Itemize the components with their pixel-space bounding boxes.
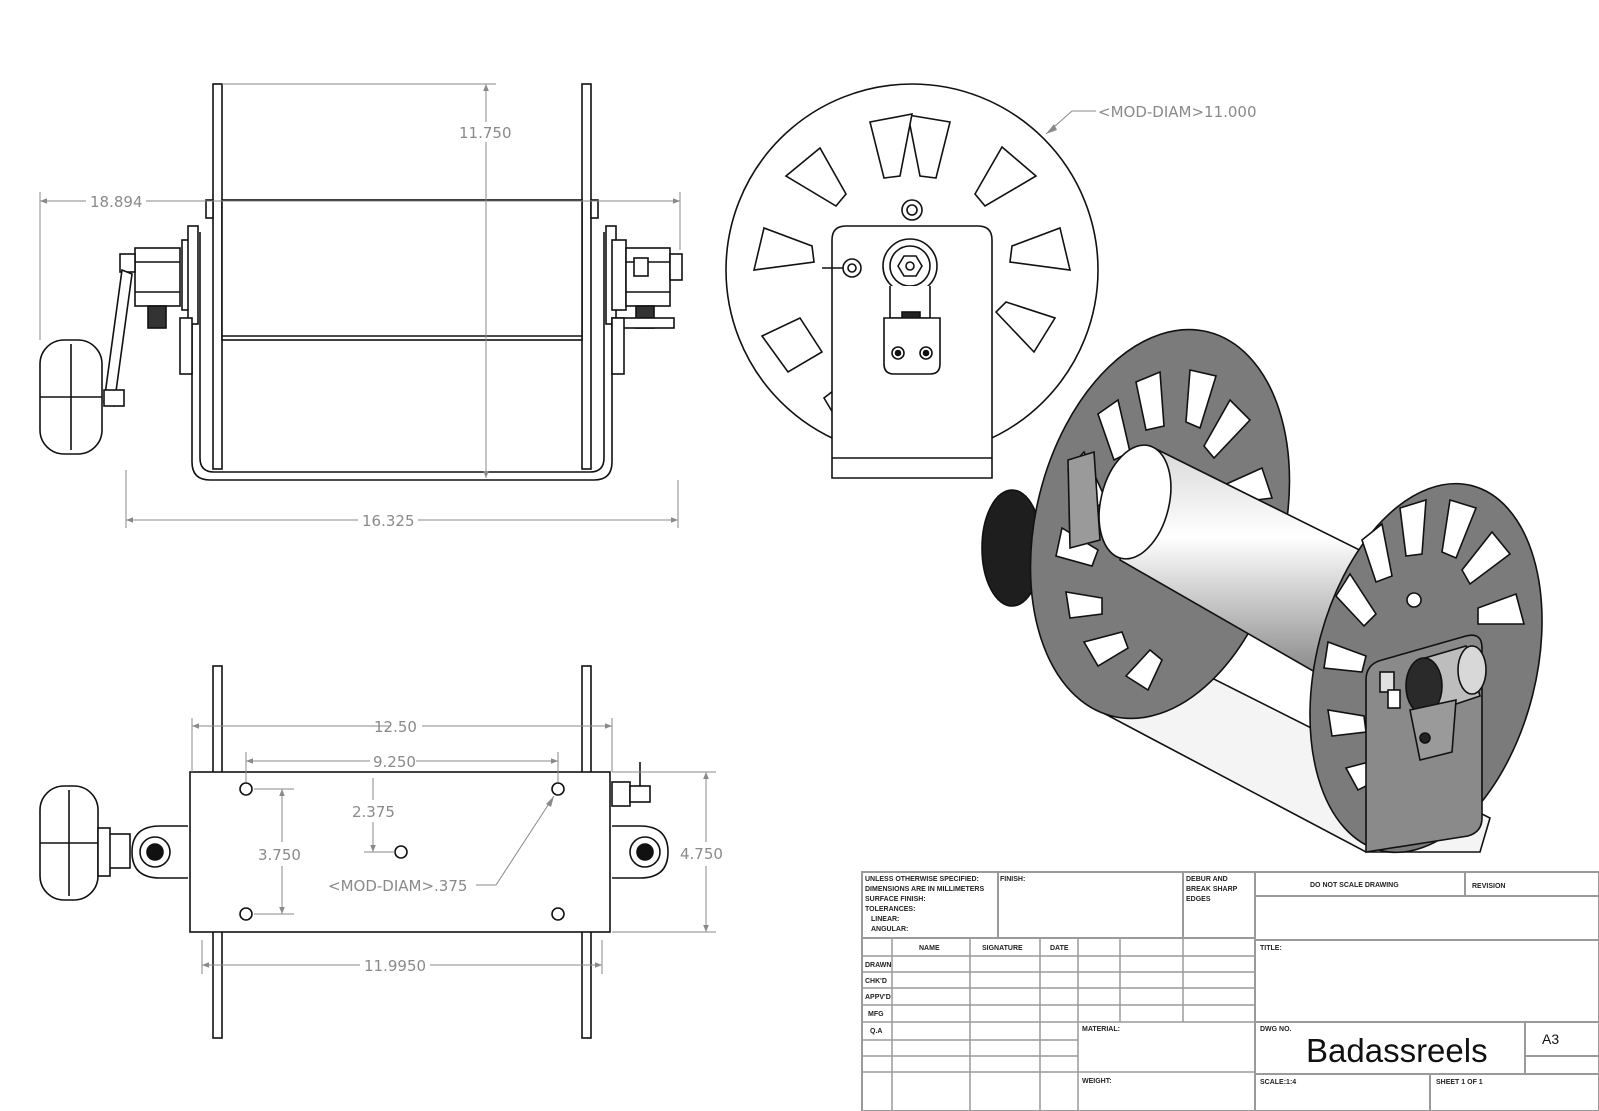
note-line-2: DIMENSIONS ARE IN MILLIMETERS — [865, 886, 984, 893]
dim-hole-spacing: 9.250 — [373, 753, 416, 771]
row-qa: Q.A — [870, 1028, 882, 1035]
note-line-3: SURFACE FINISH: — [865, 896, 926, 903]
row-drawn: DRAWN — [865, 962, 891, 969]
do-not-scale-label: DO NOT SCALE DRAWING — [1310, 882, 1399, 889]
front-view — [39, 83, 683, 481]
note-line-1: UNLESS OTHERWISE SPECIFIED: — [865, 876, 979, 883]
dwg-no-label: DWG NO. — [1260, 1026, 1292, 1033]
dim-base-length: 11.9950 — [364, 957, 426, 975]
row-mfg: MFG — [868, 1011, 884, 1018]
revision-label: REVISION — [1472, 883, 1505, 890]
dim-hole-row-spacing: 3.750 — [258, 846, 301, 864]
dim-hole-offset: 2.375 — [352, 803, 395, 821]
side-view-dimension: <MOD-DIAM>11.000 — [1045, 103, 1257, 135]
header-signature: SIGNATURE — [982, 945, 1023, 952]
dim-wheel-diameter: <MOD-DIAM>11.000 — [1098, 103, 1257, 121]
title-block: UNLESS OTHERWISE SPECIFIED: DIMENSIONS A… — [861, 871, 1599, 1111]
dim-front-height: 11.750 — [459, 124, 512, 142]
front-view-dimensions: 11.750 18.894 16.325 — [39, 83, 681, 530]
note-line-4: TOLERANCES: — [865, 906, 915, 913]
bottom-view-dimensions: 12.50 9.250 2.375 3.750 <MOD-DIAM>.375 4… — [191, 718, 723, 975]
side-view — [725, 83, 1099, 479]
drawing-number: Badassreels — [1306, 1032, 1488, 1069]
deburr-line-3: EDGES — [1186, 896, 1211, 903]
deburr-line-2: BREAK SHARP — [1186, 886, 1238, 893]
isometric-view — [981, 328, 1543, 854]
dim-depth: 4.750 — [680, 845, 723, 863]
header-date: DATE — [1050, 945, 1069, 952]
row-approved: APPV'D — [865, 994, 891, 1001]
header-name: NAME — [919, 945, 940, 952]
dim-front-overall-width: 18.894 — [90, 193, 143, 211]
deburr-line-1: DEBUR AND — [1186, 876, 1228, 883]
finish-label: FINISH: — [1000, 876, 1025, 883]
row-checked: CHK'D — [865, 978, 887, 985]
dim-flange-spacing: 12.50 — [374, 718, 417, 736]
dim-front-base-width: 16.325 — [362, 512, 415, 530]
scale-label: SCALE:1:4 — [1260, 1079, 1296, 1086]
sheet-size: A3 — [1542, 1031, 1559, 1047]
material-label: MATERIAL: — [1082, 1026, 1120, 1033]
weight-label: WEIGHT: — [1082, 1078, 1112, 1085]
sheet-label: SHEET 1 OF 1 — [1436, 1079, 1483, 1086]
bottom-view — [39, 665, 669, 1039]
note-line-6: ANGULAR: — [871, 926, 908, 933]
dim-hole-diameter: <MOD-DIAM>.375 — [328, 877, 467, 895]
note-line-5: LINEAR: — [871, 916, 899, 923]
title-label: TITLE: — [1260, 945, 1282, 952]
